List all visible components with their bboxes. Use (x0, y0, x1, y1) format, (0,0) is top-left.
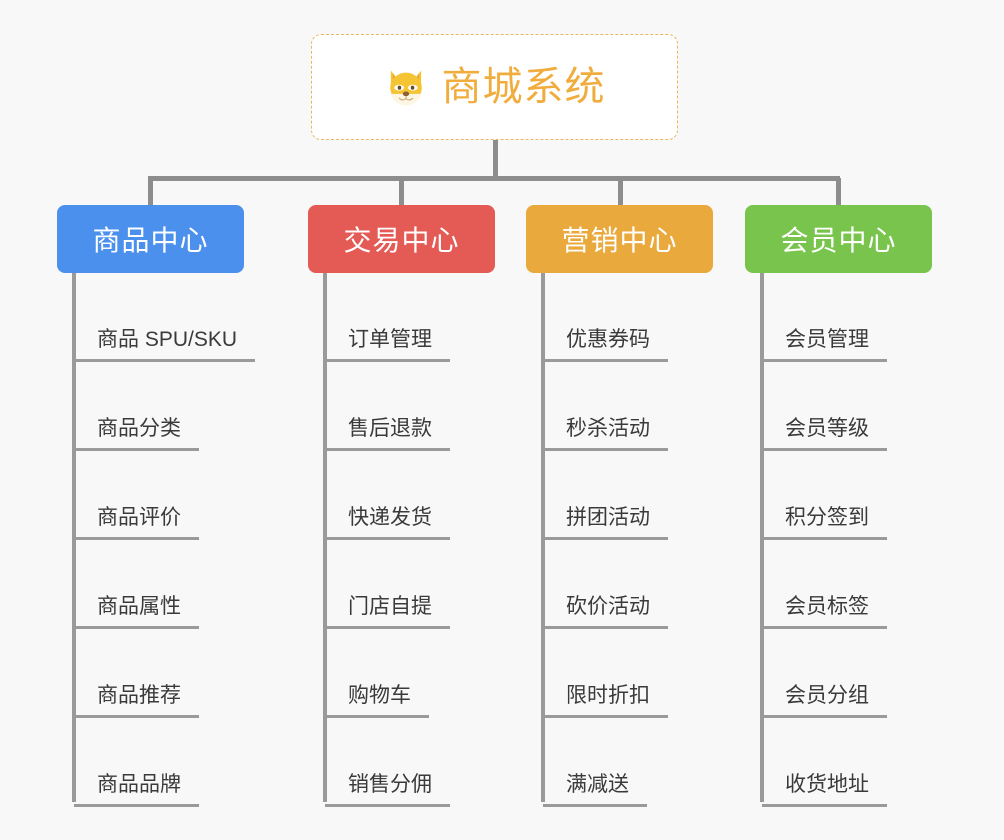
leaf-label: 商品属性 (74, 596, 199, 629)
list-item[interactable]: 快递发货 (308, 451, 538, 540)
leaf-label: 订单管理 (325, 329, 450, 362)
list-item[interactable]: 门店自提 (308, 540, 538, 629)
leaf-label: 快递发货 (325, 507, 450, 540)
list-item[interactable]: 会员分组 (745, 629, 975, 718)
connector-drop-1 (148, 178, 153, 206)
category-box-2[interactable]: 交易中心 (308, 205, 495, 273)
leaf-label: 满减送 (543, 774, 647, 807)
category-box-3[interactable]: 营销中心 (526, 205, 713, 273)
list-item[interactable]: 满减送 (526, 718, 756, 807)
list-item[interactable]: 商品评价 (57, 451, 287, 540)
list-item[interactable]: 收货地址 (745, 718, 975, 807)
list-item[interactable]: 商品分类 (57, 362, 287, 451)
leaf-label: 限时折扣 (543, 685, 668, 718)
root-title: 商城系统 (441, 65, 606, 109)
list-item[interactable]: 订单管理 (308, 273, 538, 362)
list-item[interactable]: 会员管理 (745, 273, 975, 362)
leaf-label: 商品分类 (74, 418, 199, 451)
leaf-label: 优惠券码 (543, 329, 668, 362)
list-item[interactable]: 限时折扣 (526, 629, 756, 718)
root-node[interactable]: 商城系统 (311, 34, 678, 140)
list-item[interactable]: 商品品牌 (57, 718, 287, 807)
list-item[interactable]: 销售分佣 (308, 718, 538, 807)
connector-drop-2 (399, 178, 404, 206)
category-label-1: 商品中心 (92, 225, 209, 256)
list-item[interactable]: 会员标签 (745, 540, 975, 629)
leaf-label: 会员标签 (762, 596, 887, 629)
leaf-column-1: 商品 SPU/SKU 商品分类 商品评价 商品属性 商品推荐 商品品牌 (57, 273, 287, 807)
category-box-1[interactable]: 商品中心 (57, 205, 244, 273)
category-label-3: 营销中心 (561, 225, 678, 256)
leaf-label: 会员等级 (762, 418, 887, 451)
leaf-label: 门店自提 (325, 596, 450, 629)
leaf-label: 商品 SPU/SKU (74, 329, 256, 362)
list-item[interactable]: 积分签到 (745, 451, 975, 540)
list-item[interactable]: 商品属性 (57, 540, 287, 629)
list-item[interactable]: 购物车 (308, 629, 538, 718)
list-item[interactable]: 砍价活动 (526, 540, 756, 629)
leaf-column-4: 会员管理 会员等级 积分签到 会员标签 会员分组 收货地址 (745, 273, 975, 807)
connector-root-stem (493, 140, 498, 178)
list-item[interactable]: 商品 SPU/SKU (57, 273, 287, 362)
leaf-label: 会员分组 (762, 685, 887, 718)
leaf-label: 积分签到 (762, 507, 887, 540)
leaf-label: 砍价活动 (543, 596, 668, 629)
leaf-label: 售后退款 (325, 418, 450, 451)
leaf-label: 商品推荐 (74, 685, 199, 718)
leaf-label: 购物车 (325, 685, 429, 718)
leaf-label: 销售分佣 (325, 774, 450, 807)
leaf-label: 秒杀活动 (543, 418, 668, 451)
list-item[interactable]: 拼团活动 (526, 451, 756, 540)
connector-drop-4 (836, 178, 841, 206)
dog-face-icon (389, 70, 422, 106)
leaf-label: 拼团活动 (543, 507, 668, 540)
list-item[interactable]: 会员等级 (745, 362, 975, 451)
leaf-label: 会员管理 (762, 329, 887, 362)
connector-horizontal-bus (148, 176, 840, 181)
category-box-4[interactable]: 会员中心 (745, 205, 932, 273)
leaf-column-2: 订单管理 售后退款 快递发货 门店自提 购物车 销售分佣 (308, 273, 538, 807)
leaf-label: 商品品牌 (74, 774, 199, 807)
category-label-2: 交易中心 (343, 225, 460, 256)
list-item[interactable]: 商品推荐 (57, 629, 287, 718)
list-item[interactable]: 秒杀活动 (526, 362, 756, 451)
connector-drop-3 (618, 178, 623, 206)
list-item[interactable]: 售后退款 (308, 362, 538, 451)
category-label-4: 会员中心 (780, 225, 897, 256)
leaf-label: 商品评价 (74, 507, 199, 540)
leaf-label: 收货地址 (762, 774, 887, 807)
leaf-column-3: 优惠券码 秒杀活动 拼团活动 砍价活动 限时折扣 满减送 (526, 273, 756, 807)
list-item[interactable]: 优惠券码 (526, 273, 756, 362)
